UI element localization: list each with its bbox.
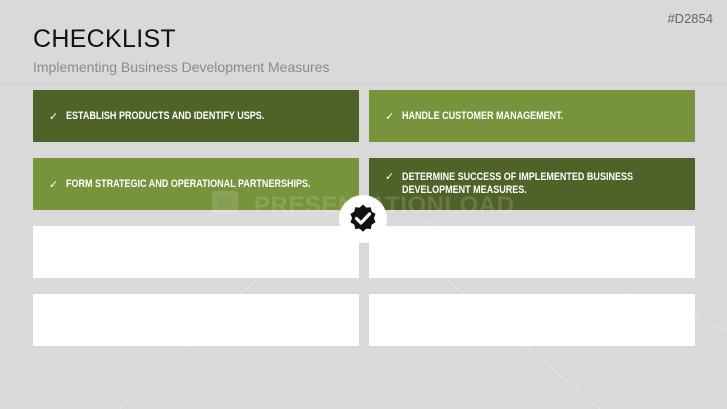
header-divider: [0, 84, 727, 85]
slide-title: CHECKLIST: [33, 25, 177, 53]
empty-card: [33, 294, 359, 346]
checkmark-icon: ✓: [385, 170, 395, 183]
checkmark-icon: ✓: [385, 109, 395, 123]
checklist-card: ✓ FORM STRATEGIC AND OPERATIONAL PARTNER…: [33, 158, 359, 210]
empty-card: [33, 226, 359, 278]
center-badge: [339, 195, 387, 243]
checklist-card: ✓ ESTABLISH PRODUCTS AND IDENTIFY USPS.: [33, 90, 359, 142]
checklist-item-text: ESTABLISH PRODUCTS AND IDENTIFY USPS.: [66, 109, 265, 122]
checklist-item-text: DETERMINE SUCCESS OF IMPLEMENTED BUSINES…: [402, 171, 634, 196]
empty-card: [369, 294, 695, 346]
slide-subtitle: Implementing Business Development Measur…: [33, 59, 330, 75]
verified-check-badge-icon: [350, 204, 376, 232]
checkmark-icon: ✓: [49, 109, 59, 123]
checklist-card: ✓ HANDLE CUSTOMER MANAGEMENT.: [369, 90, 695, 142]
checklist-card: ✓ DETERMINE SUCCESS OF IMPLEMENTED BUSIN…: [369, 158, 695, 210]
checklist-item-text: HANDLE CUSTOMER MANAGEMENT.: [402, 109, 564, 122]
slide-code: #D2854: [667, 11, 713, 26]
empty-card: [369, 226, 695, 278]
checkmark-icon: ✓: [49, 177, 59, 191]
checklist-item-text: FORM STRATEGIC AND OPERATIONAL PARTNERSH…: [66, 177, 311, 190]
